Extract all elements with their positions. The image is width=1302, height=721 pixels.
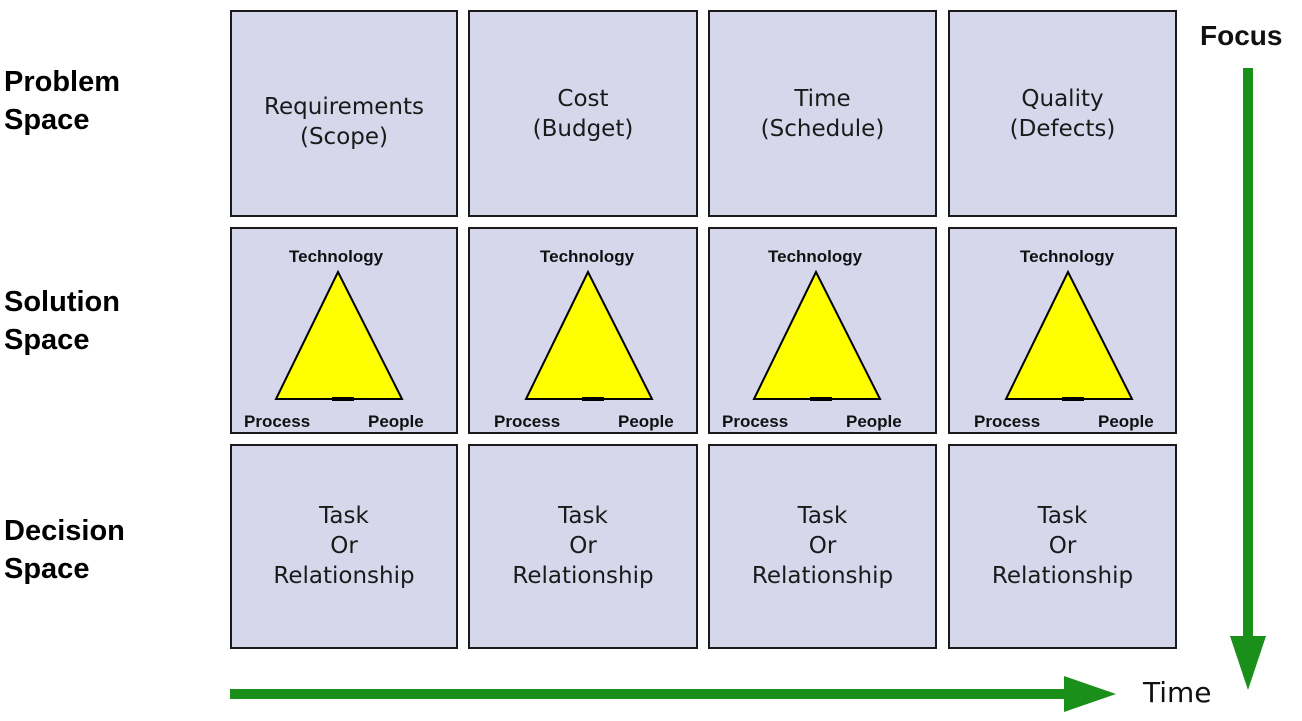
problem-cell-text: Requirements (Scope) (232, 92, 456, 152)
problem-cell-cost: Cost (Budget) (468, 10, 698, 217)
row-label-line: Problem (4, 66, 121, 98)
problem-cell-text: Time (Schedule) (710, 84, 935, 144)
solution-triangle-icon (274, 269, 404, 401)
decision-cell-line1: Task (1037, 503, 1088, 529)
problem-cell-line2: (Budget) (532, 116, 634, 142)
row-label-line: Solution (4, 286, 120, 318)
row-label-decision-space: Decision Space (4, 512, 125, 588)
decision-cell-line1: Task (558, 503, 608, 529)
focus-axis-label: Focus (1200, 20, 1283, 51)
time-arrow-icon (230, 676, 1116, 712)
problem-cell-quality: Quality (Defects) (948, 10, 1177, 217)
problem-cell-line2: (Defects) (1009, 116, 1116, 142)
decision-cell-text: Task Or Relationship (950, 501, 1175, 591)
row-label-problem-space: Problem Space (4, 63, 120, 139)
decision-cell-line3: Relationship (991, 563, 1134, 589)
triangle-label-process: Process (974, 412, 1041, 431)
problem-cell-text: Cost (Budget) (470, 84, 696, 144)
decision-cell-line3: Relationship (273, 563, 415, 589)
decision-cell-line1: Task (797, 503, 848, 529)
problem-cell-requirements: Requirements (Scope) (230, 10, 458, 217)
decision-cell-line2: Or (1048, 533, 1077, 559)
decision-cell: Task Or Relationship (468, 444, 698, 649)
triangle-label-process: Process (722, 412, 789, 431)
triangle-label-process: Process (244, 412, 311, 431)
decision-cell-line2: Or (569, 533, 597, 559)
problem-cell-time: Time (Schedule) (708, 10, 937, 217)
solution-cell: Technology Process People (230, 227, 458, 434)
problem-cell-line1: Requirements (264, 94, 424, 120)
decision-cell-line3: Relationship (512, 563, 654, 589)
triangle-label-technology: Technology (1020, 247, 1115, 266)
triangle-label-people: People (1098, 412, 1154, 431)
row-label-line: Decision (4, 515, 125, 547)
decision-cell-line1: Task (319, 503, 369, 529)
decision-cell-line2: Or (330, 533, 358, 559)
decision-cell-line2: Or (808, 533, 837, 559)
problem-cell-line1: Cost (557, 86, 609, 112)
triangle-label-people: People (618, 412, 674, 431)
row-label-solution-space: Solution Space (4, 283, 120, 359)
row-label-line: Space (4, 104, 90, 136)
problem-cell-line2: (Schedule) (760, 116, 885, 142)
solution-cell: Technology Process People (708, 227, 937, 434)
solution-cell: Technology Process People (948, 227, 1177, 434)
solution-cell: Technology Process People (468, 227, 698, 434)
row-label-line: Space (4, 553, 90, 585)
triangle-label-technology: Technology (540, 247, 635, 266)
decision-cell-line3: Relationship (751, 563, 894, 589)
triangle-label-process: Process (494, 412, 561, 431)
time-axis-label: Time (1143, 676, 1212, 709)
decision-cell: Task Or Relationship (708, 444, 937, 649)
solution-triangle-icon (524, 269, 654, 401)
triangle-label-technology: Technology (768, 247, 863, 266)
problem-cell-text: Quality (Defects) (950, 84, 1175, 144)
triangle-label-people: People (368, 412, 424, 431)
row-label-line: Space (4, 324, 90, 356)
decision-cell-text: Task Or Relationship (232, 501, 456, 591)
decision-cell-text: Task Or Relationship (470, 501, 696, 591)
triangle-label-technology: Technology (289, 247, 384, 266)
problem-cell-line2: (Scope) (299, 124, 388, 150)
solution-triangle-icon (752, 269, 882, 401)
focus-arrow-icon (1230, 68, 1266, 690)
decision-cell: Task Or Relationship (948, 444, 1177, 649)
problem-cell-line1: Time (794, 86, 851, 112)
decision-cell: Task Or Relationship (230, 444, 458, 649)
problem-cell-line1: Quality (1021, 86, 1104, 112)
solution-triangle-icon (1004, 269, 1134, 401)
decision-cell-text: Task Or Relationship (710, 501, 935, 591)
triangle-label-people: People (846, 412, 902, 431)
